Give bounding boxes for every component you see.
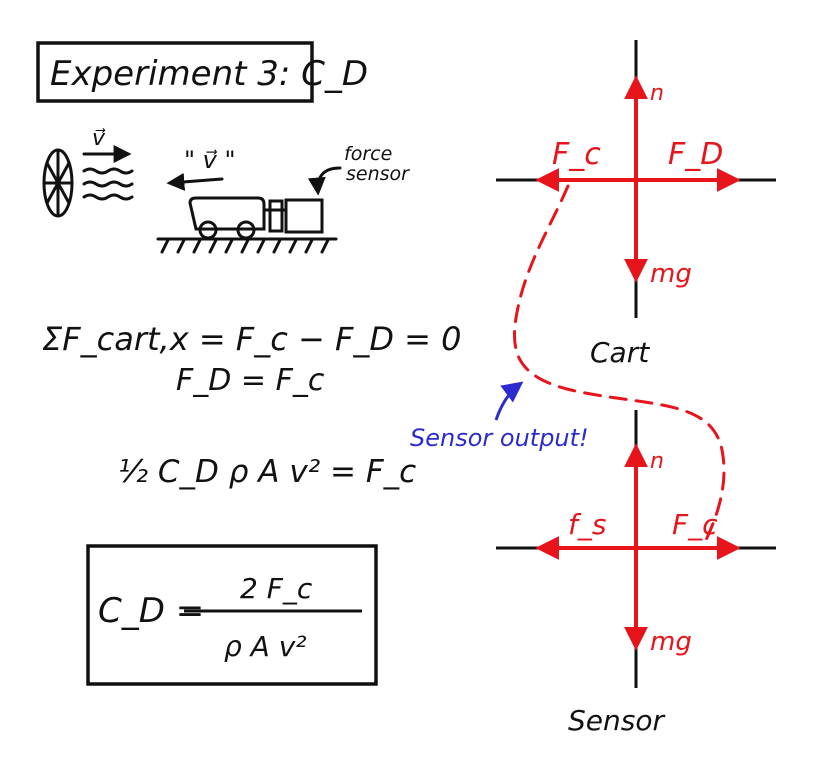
result-denominator: ρ A v² <box>224 630 307 663</box>
sensor-fbd: n mg f_s F_c Sensor <box>496 410 776 737</box>
cart-icon <box>188 196 266 240</box>
cart-normal-label: n <box>650 81 664 106</box>
drag-equals-sensor-equation: F_D = F_c <box>176 363 325 398</box>
force-sensor-icon <box>268 198 324 234</box>
net-force-equation: ΣF_cart,x = F_c − F_D = 0 <box>42 320 462 358</box>
fan-icon <box>42 148 74 218</box>
cart-right-force-label: F_D <box>668 137 723 172</box>
result-numerator: 2 F_c <box>240 572 313 605</box>
cart-caption: Cart <box>590 336 650 369</box>
sensor-caption: Sensor <box>568 704 665 737</box>
result-box: C_D = 2 F_c ρ A v² <box>86 544 378 686</box>
force-sensor-label-1: force <box>344 143 392 165</box>
sensor-normal-label: n <box>650 449 664 474</box>
title-text: Experiment 3: C_D <box>50 54 368 94</box>
wind-lines <box>82 167 134 201</box>
force-pair-dashed-link <box>512 184 726 542</box>
force-sensor-label-2: sensor <box>346 163 410 185</box>
title-box: Experiment 3: C_D <box>36 41 368 103</box>
cart-velocity-arrow <box>166 172 224 191</box>
cart-weight-label: mg <box>650 259 692 289</box>
sensor-left-force-label: f_s <box>568 508 606 541</box>
cart-velocity-label: " v⃗ " <box>184 146 236 174</box>
wind-velocity-label: v⃗ <box>92 126 106 151</box>
drag-formula-equation: ½ C_D ρ A v² = F_c <box>118 454 416 490</box>
cart-left-force-label: F_c <box>552 137 601 172</box>
sensor-weight-label: mg <box>650 627 692 657</box>
annotation-arrow <box>494 381 524 421</box>
sensor-right-force-label: F_c <box>672 508 718 541</box>
sensor-output-annotation: Sensor output! <box>410 424 589 452</box>
sensor-pointer-arrow <box>307 166 342 196</box>
setup-sketch <box>42 145 342 254</box>
ground-line <box>156 237 338 254</box>
cart-fbd: n mg F_c F_D Cart <box>496 40 776 369</box>
